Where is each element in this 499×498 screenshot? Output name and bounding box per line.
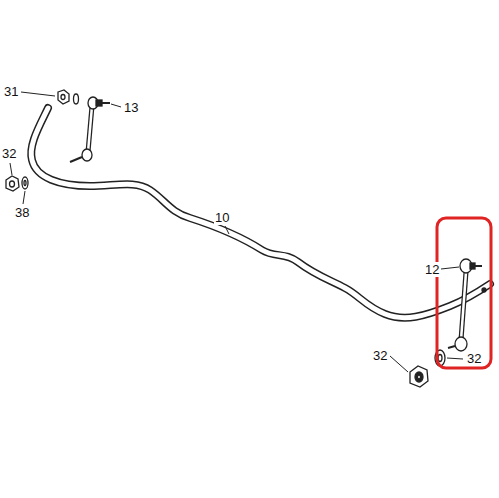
callout-number: 12 [424,262,440,277]
nut-31 [58,90,79,104]
highlight-frame [437,218,491,368]
nut-32-left [6,176,28,191]
nut-32-right [410,350,445,387]
callout-number: 32 [1,146,17,161]
left-link [70,97,110,162]
leader-lines [10,92,463,372]
bar-inner [31,108,490,318]
callout-number: 10 [214,210,230,225]
right-link [448,259,486,351]
callout-number: 13 [123,100,139,115]
callout-number: 32 [466,351,482,366]
callout-number: 31 [3,84,19,99]
stabilizer-bar [31,108,490,318]
callout-number: 38 [14,205,30,220]
callout-number: 32 [372,348,388,363]
